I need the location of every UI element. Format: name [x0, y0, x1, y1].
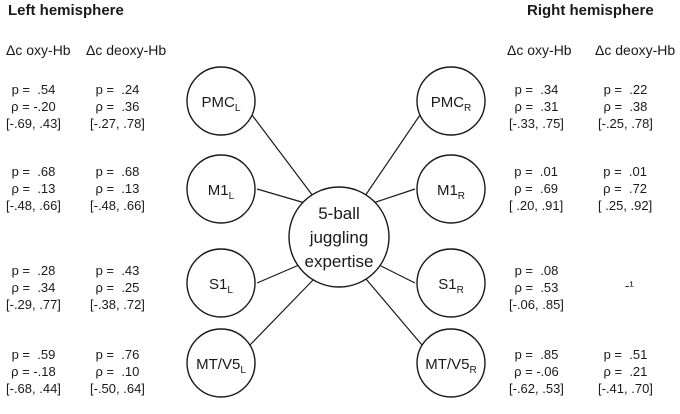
stat-m1-r-deoxy: p = .01 ρ = .72 [ .25, .92] — [598, 163, 652, 214]
label-mtv5-l: MT/V5L — [196, 356, 246, 376]
label-m1-l: M1L — [208, 182, 235, 202]
node-s1-l — [186, 248, 256, 318]
edge-mtv5-r — [365, 278, 423, 346]
p-value: p = .43 — [95, 263, 140, 278]
ci-value: [ .25, .92] — [598, 198, 653, 213]
center-line-2: juggling — [309, 228, 369, 247]
ci-value: [-.27, .78] — [90, 116, 145, 131]
label-s1-l: S1L — [209, 276, 233, 296]
node-m1-r — [416, 154, 486, 224]
stat-pmc-r-deoxy: p = .22 ρ = .38 [-.25, .78] — [598, 81, 653, 132]
stat-s1-l-oxy: p = .28 ρ = .34 [-.29, .77] — [6, 262, 61, 313]
label-pmc-l: PMCL — [202, 94, 241, 114]
ci-value: [-.06, .85] — [509, 297, 564, 312]
ci-value: [-.41, .70] — [598, 381, 653, 396]
ci-value: [-.33, .75] — [509, 116, 564, 131]
p-value: p = .51 — [603, 347, 648, 362]
rho-value: ρ = .21 — [603, 364, 648, 379]
ci-value: [-.62, .53] — [509, 381, 564, 396]
rho-value: ρ = -.20 — [11, 99, 56, 114]
rho-value: ρ = .34 — [11, 280, 56, 295]
p-value: p = .01 — [514, 164, 558, 179]
node-s1-r — [416, 248, 486, 318]
ci-value: [-.69, .43] — [6, 116, 61, 131]
label-m1-r: M1R — [437, 182, 465, 202]
ci-value: [-.48, .66] — [6, 198, 61, 213]
rho-value: ρ = -.18 — [11, 364, 56, 379]
rho-value: ρ = .25 — [95, 280, 140, 295]
stat-m1-r-oxy: p = .01 ρ = .69 [ .20, .91] — [509, 163, 563, 214]
ci-value: [-.38, .72] — [90, 297, 145, 312]
rho-value: ρ = .69 — [514, 181, 559, 196]
left-hemisphere-title: Left hemisphere — [8, 2, 124, 19]
edge-pmc-r — [364, 114, 421, 197]
stat-s1-l-deoxy: p = .43 ρ = .25 [-.38, .72] — [90, 262, 145, 313]
node-m1-l — [186, 154, 256, 224]
stat-m1-l-deoxy: p = .68 ρ = .13 [-.48, .66] — [90, 163, 145, 214]
p-value: p = .08 — [514, 263, 559, 278]
rho-value: ρ = .13 — [11, 181, 56, 196]
stat-mtv5-r-oxy: p = .85 ρ = -.06 [-.62, .53] — [509, 346, 564, 397]
col-right-oxy-header: Δc oxy-Hb — [507, 42, 572, 58]
col-left-oxy-header: Δc oxy-Hb — [6, 42, 71, 58]
edge-m1-r — [372, 188, 416, 204]
p-value: p = .22 — [603, 82, 648, 97]
ci-value: [-.68, .44] — [6, 381, 61, 396]
node-pmc-l — [186, 66, 256, 136]
ci-value: [-.50, .64] — [90, 381, 145, 396]
p-value: p = .54 — [11, 82, 56, 97]
right-hemisphere-title: Right hemisphere — [527, 2, 654, 19]
p-value: p = .68 — [95, 164, 140, 179]
p-value: p = .24 — [95, 82, 140, 97]
rho-value: ρ = .38 — [603, 99, 648, 114]
p-value: p = .59 — [11, 347, 56, 362]
p-value: p = .01 — [603, 164, 647, 179]
rho-value: ρ = .10 — [95, 364, 140, 379]
stat-s1-r-oxy: p = .08 ρ = .53 [-.06, .85] — [509, 262, 564, 313]
node-pmc-r — [416, 66, 486, 136]
rho-value: ρ = .53 — [514, 280, 559, 295]
stat-s1-r-deoxy-missing: -¹ — [625, 278, 634, 293]
stat-mtv5-r-deoxy: p = .51 ρ = .21 [-.41, .70] — [598, 346, 653, 397]
edge-mtv5-l — [249, 278, 315, 346]
label-pmc-r: PMCR — [431, 94, 472, 114]
stat-pmc-l-oxy: p = .54 ρ = -.20 [-.69, .43] — [6, 81, 61, 132]
label-s1-r: S1R — [438, 276, 464, 296]
p-value: p = .68 — [11, 164, 56, 179]
stat-mtv5-l-deoxy: p = .76 ρ = .10 [-.50, .64] — [90, 346, 145, 397]
node-mtv5-r — [416, 328, 486, 398]
ci-value: [-.25, .78] — [598, 116, 653, 131]
stat-mtv5-l-oxy: p = .59 ρ = -.18 [-.68, .44] — [6, 346, 61, 397]
ci-value: [-.29, .77] — [6, 297, 61, 312]
ci-value: [-.48, .66] — [90, 198, 145, 213]
stat-m1-l-oxy: p = .68 ρ = .13 [-.48, .66] — [6, 163, 61, 214]
p-value: p = .28 — [11, 263, 56, 278]
col-left-deoxy-header: Δc deoxy-Hb — [86, 42, 167, 58]
rho-value: ρ = .13 — [95, 181, 140, 196]
stat-pmc-r-oxy: p = .34 ρ = .31 [-.33, .75] — [509, 81, 564, 132]
col-right-deoxy-header: Δc deoxy-Hb — [595, 42, 676, 58]
rho-value: ρ = .31 — [514, 99, 559, 114]
center-line-3: expertise — [305, 252, 374, 271]
p-value: p = .85 — [514, 347, 559, 362]
rho-value: ρ = .72 — [603, 181, 648, 196]
node-mtv5-l — [186, 328, 256, 398]
center-line-1: 5-ball — [318, 204, 360, 223]
p-value: p = .34 — [514, 82, 559, 97]
edge-m1-l — [256, 188, 306, 204]
p-value: p = .76 — [95, 347, 140, 362]
label-mtv5-r: MT/V5R — [425, 356, 476, 376]
edge-pmc-l — [251, 114, 314, 197]
node-center — [288, 186, 390, 288]
ci-value: [ .20, .91] — [509, 198, 564, 213]
rho-value: ρ = .36 — [95, 99, 140, 114]
rho-value: ρ = -.06 — [514, 364, 559, 379]
stat-pmc-l-deoxy: p = .24 ρ = .36 [-.27, .78] — [90, 81, 145, 132]
